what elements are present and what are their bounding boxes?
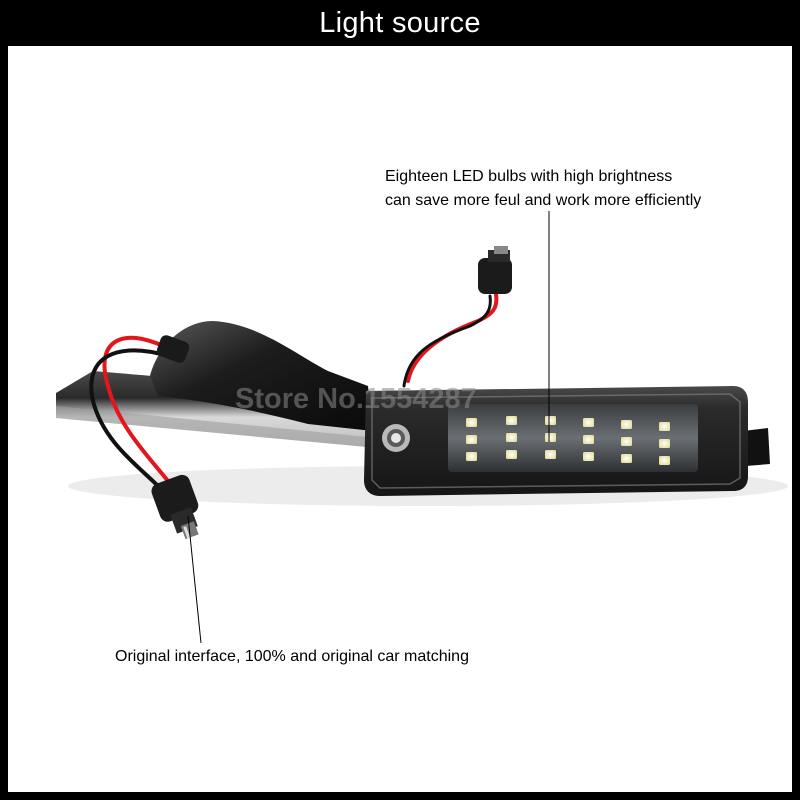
left-red-wire [102, 335, 175, 483]
interface-callout: Original interface, 100% and original ca… [115, 645, 469, 669]
led-callout: Eighteen LED bulbs with high brightness … [385, 165, 701, 213]
header-bar: Light source [0, 0, 800, 46]
mounting-clip [743, 428, 770, 466]
header-title: Light source [319, 6, 481, 39]
led-callout-line1: Eighteen LED bulbs with high brightness [385, 168, 673, 185]
product-photo-panel: Store No.1554287 Eighteen LED bulbs with… [8, 46, 792, 792]
bracket-hump [150, 321, 373, 431]
watermark-text: Store No.1554287 [235, 383, 477, 415]
license-plate-light-photo: Store No.1554287 [56, 211, 788, 644]
left-t10-socket [151, 474, 199, 540]
left-black-wire [89, 348, 170, 488]
left-grommet [156, 335, 190, 363]
led-callout-line2: can save more feul and work more efficie… [385, 192, 702, 209]
right-t10-socket [478, 246, 512, 294]
right-red-wire [406, 292, 499, 383]
right-black-wire [402, 294, 492, 388]
led-array [466, 416, 670, 465]
interface-callout-line [187, 515, 202, 644]
interface-callout-text: Original interface, 100% and original ca… [115, 648, 469, 665]
